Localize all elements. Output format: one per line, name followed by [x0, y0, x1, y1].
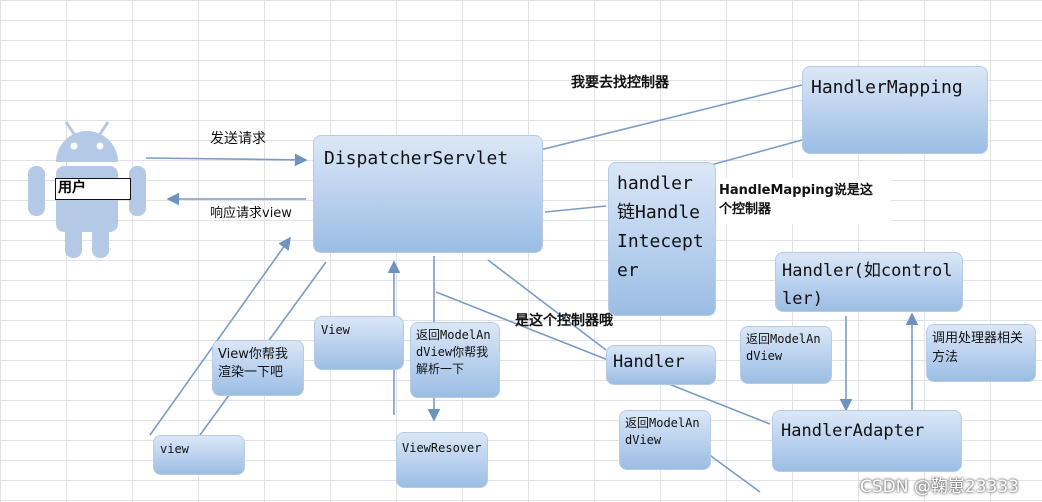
return-mav-node-2: 返回ModelAndView [619, 410, 711, 470]
find-controller-label: 我要去找控制器 [571, 75, 669, 91]
to-handler-chain-line [544, 205, 607, 213]
handler-adapter-node: HandlerAdapter [772, 410, 962, 472]
to-handler-mapping-line-2 [699, 139, 803, 169]
handler-chain-node: handler链HandleIntecepter [608, 162, 716, 316]
invoke-handler-node: 调用处理器相关方法 [926, 324, 1036, 382]
handler-controller-node: Handler(如controller) [775, 252, 963, 312]
view-upper-node: View [314, 316, 404, 370]
handler-mapping-node: HandlerMapping [802, 66, 988, 154]
mapping-says-bg [715, 178, 891, 224]
send-request-label: 发送请求 [210, 131, 266, 147]
handler-node: Handler [606, 345, 716, 385]
send-request-arrow [145, 153, 308, 167]
view-resolver-node: ViewResover [396, 432, 488, 488]
mapping-says-label: HandleMapping说是这个控制器 [719, 183, 873, 217]
return-mav-node-1: 返回ModelAndView [740, 326, 832, 384]
dispatcher-servlet-node: DispatcherServlet [313, 135, 543, 253]
view-lower-arrow [149, 236, 291, 436]
return-mav-parse-node: 返回ModelAndView你帮我解析一下 [410, 322, 500, 398]
to-adapter-line [435, 291, 771, 425]
is-this-controller-label: 是这个控制器哦 [515, 313, 613, 329]
view-lower-node: view [153, 435, 245, 475]
view-render-node: View你帮我渲染一下吧 [212, 340, 304, 396]
watermark: CSDN @鞠崽23333 [860, 477, 1019, 497]
user-label: 用户 [55, 178, 131, 200]
to-handler-line [487, 259, 607, 351]
to-handler-mapping-line-1 [539, 84, 803, 151]
response-view-label: 响应请求view [210, 206, 292, 221]
